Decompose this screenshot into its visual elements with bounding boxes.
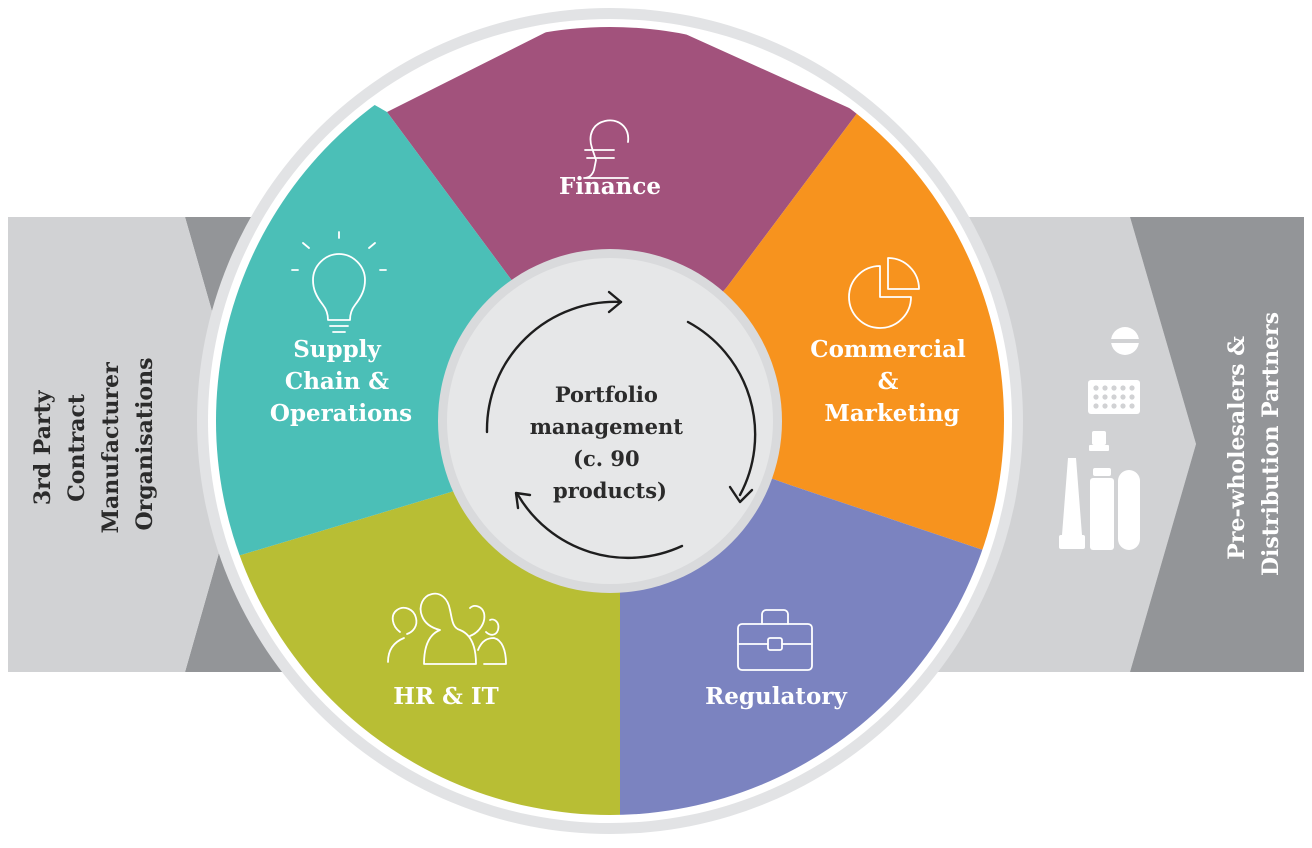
right-panel-label: Pre-wholesalers & Distribution Partners [1224, 312, 1284, 576]
regulatory-line-1: Regulatory [705, 683, 847, 710]
cycle-arrows-icon [485, 290, 757, 560]
finance-line-1: Finance [559, 173, 661, 200]
people-icon [387, 592, 507, 665]
commercial-line-2: & [878, 368, 899, 395]
segment-label-supply-chain: Supply Chain & Operations [270, 336, 412, 427]
right-panel-dark-arrow [1130, 217, 1304, 672]
left-panel-label: 3rd Party Contract Manufacturer Organisa… [30, 355, 158, 534]
supply-chain-line-3: Operations [270, 400, 412, 427]
segment-label-commercial: Commercial & Marketing [810, 336, 973, 427]
left-panel-light-arrow [8, 217, 250, 672]
hr-it-line-1: HR & IT [393, 683, 499, 710]
left-panel-line-3: Manufacturer [98, 362, 124, 533]
pharma-products-icon [1059, 327, 1141, 550]
right-panel-line-1: Pre-wholesalers & [1224, 336, 1250, 560]
left-panel-line-4: Organisations [132, 358, 158, 531]
lightbulb-icon [291, 231, 387, 333]
supply-chain-line-2: Chain & [285, 368, 389, 395]
right-panel-line-2: Distribution Partners [1258, 312, 1284, 576]
center-line-3: (c. 90 [573, 446, 640, 471]
commercial-line-3: Marketing [824, 400, 959, 427]
center-circle [447, 258, 773, 584]
segment-finance[interactable] [387, 0, 858, 421]
center-label: Portfolio management (c. 90 products) [530, 382, 691, 503]
cycle-arrow-top [485, 300, 623, 434]
segment-label-hr-it: HR & IT [393, 683, 499, 710]
center-line-2: management [530, 414, 684, 439]
center-line-4: products) [553, 478, 667, 503]
segment-label-finance: Finance [559, 173, 661, 200]
segment-label-regulatory: Regulatory [705, 683, 847, 710]
center-line-1: Portfolio [555, 382, 658, 407]
left-panel-line-2: Contract [64, 393, 90, 502]
supply-chain-line-1: Supply [293, 336, 381, 363]
pound-icon [583, 119, 629, 179]
pie-chart-icon [848, 257, 920, 329]
briefcase-icon [737, 609, 813, 671]
left-input-panel: 3rd Party Contract Manufacturer Organisa… [8, 217, 286, 672]
cycle-arrow-bottom [516, 493, 684, 560]
commercial-line-1: Commercial [810, 336, 966, 363]
left-panel-line-1: 3rd Party [30, 389, 56, 505]
cycle-arrow-right [686, 320, 757, 497]
